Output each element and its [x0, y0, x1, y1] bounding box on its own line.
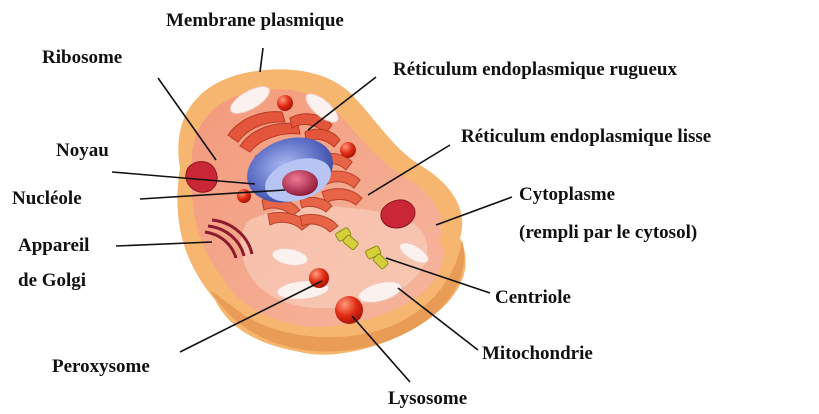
label-reticulum-rugueux: Réticulum endoplasmique rugueux: [393, 59, 677, 80]
label-ribosome: Ribosome: [42, 47, 122, 68]
label-reticulum-lisse: Réticulum endoplasmique lisse: [461, 126, 711, 147]
label-nucleole: Nucléole: [12, 188, 82, 209]
label-cytosol: (rempli par le cytosol): [519, 222, 697, 243]
label-membrane-plasmique: Membrane plasmique: [166, 10, 344, 31]
label-noyau: Noyau: [56, 140, 109, 161]
label-lysosome: Lysosome: [388, 388, 467, 409]
label-peroxysome: Peroxysome: [52, 356, 150, 377]
label-appareil: Appareil: [18, 235, 89, 256]
label-mitochondrie: Mitochondrie: [482, 343, 593, 364]
label-centriole: Centriole: [495, 287, 571, 308]
leader-membrane: [260, 48, 263, 72]
label-de-golgi: de Golgi: [18, 270, 86, 291]
label-cytoplasme: Cytoplasme: [519, 184, 615, 205]
